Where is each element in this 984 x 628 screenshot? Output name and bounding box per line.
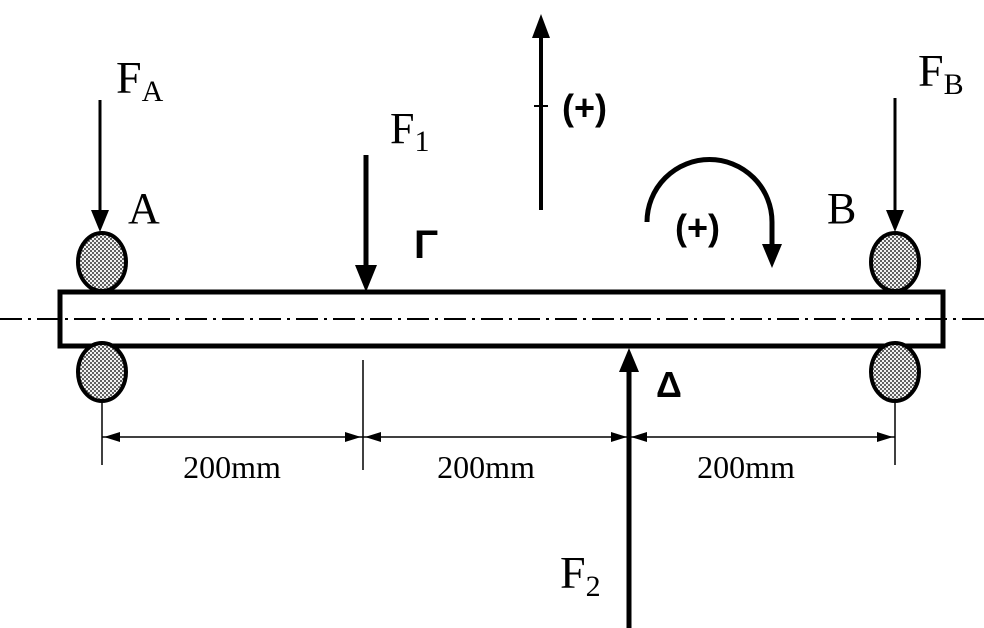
force-arrow-fb bbox=[886, 98, 904, 232]
label-point-a: A bbox=[128, 184, 160, 233]
label-fa: FA bbox=[116, 52, 164, 108]
dimension-label-3: 200mm bbox=[697, 449, 795, 485]
force-arrow-fa bbox=[91, 100, 109, 232]
bearing-b-top bbox=[869, 231, 921, 293]
label-fb: FB bbox=[918, 45, 964, 101]
label-point-gamma: Γ bbox=[414, 223, 438, 267]
force-arrow-f2 bbox=[619, 348, 639, 628]
label-f2: F2 bbox=[560, 547, 601, 603]
label-point-delta: Δ bbox=[656, 364, 682, 405]
label-f1: F1 bbox=[390, 104, 429, 158]
label-point-b: B bbox=[827, 184, 856, 233]
dimension-label-2: 200mm bbox=[437, 449, 535, 485]
positive-direction-arrow bbox=[532, 14, 550, 210]
dimension-line bbox=[102, 432, 895, 442]
label-positive-vertical: (+) bbox=[562, 87, 607, 128]
dimension-label-1: 200mm bbox=[183, 449, 281, 485]
bearing-a-top bbox=[76, 231, 128, 293]
positive-moment-arrow bbox=[644, 157, 782, 268]
shaft bbox=[57, 289, 946, 349]
force-arrow-f1 bbox=[355, 155, 377, 292]
bearing-b-bottom bbox=[869, 341, 921, 403]
label-positive-moment: (+) bbox=[675, 207, 720, 248]
bearing-a-bottom bbox=[76, 341, 128, 403]
